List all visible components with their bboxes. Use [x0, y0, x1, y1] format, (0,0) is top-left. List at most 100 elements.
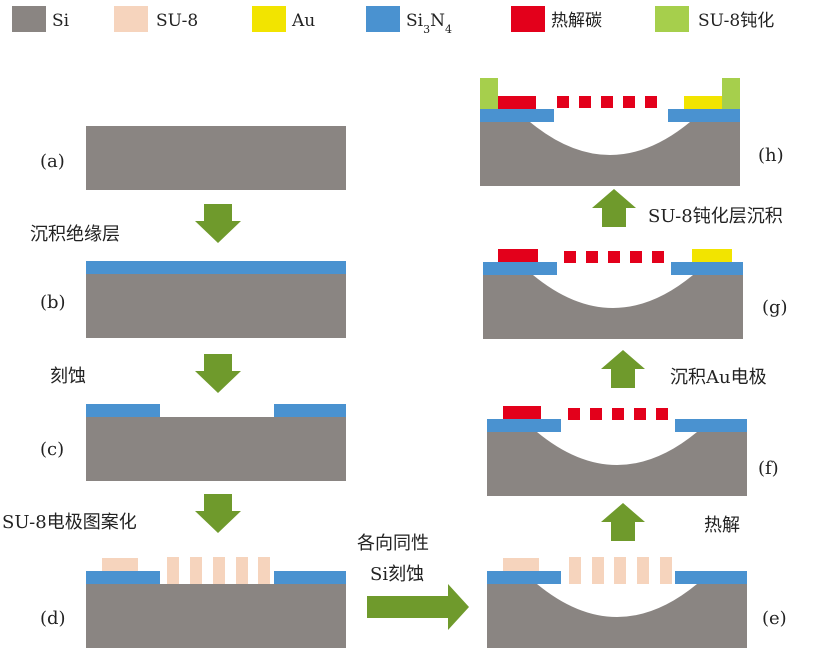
- si3n4-pad-left: [483, 262, 557, 275]
- su8-finger: [592, 557, 604, 584]
- legend-swatch-su8-passivation: [655, 6, 689, 32]
- si3n4-pad-left: [480, 109, 554, 122]
- pyrolytic-carbon-finger: [568, 408, 580, 420]
- si-substrate: [86, 584, 346, 648]
- etched-cavity: [530, 122, 690, 155]
- su8-finger: [167, 557, 179, 584]
- pyrolytic-carbon-finger: [586, 251, 598, 263]
- si3n4-pad-right: [675, 419, 747, 432]
- process-label-deposit-insulation: 沉积绝缘层: [30, 224, 120, 245]
- legend-label-au: Au: [291, 11, 315, 31]
- pyrolytic-carbon-finger: [630, 251, 642, 263]
- su8-finger: [258, 557, 270, 584]
- pyrolytic-carbon-finger: [601, 96, 613, 108]
- step-label-c: (c): [40, 439, 64, 460]
- su8-finger: [614, 557, 626, 584]
- pyrolytic-carbon-finger: [590, 408, 602, 420]
- si3n4-pad-left: [86, 571, 160, 584]
- pyrolytic-carbon-finger: [645, 96, 657, 108]
- step-a: (a): [40, 126, 346, 190]
- down-arrow-icon: [195, 204, 241, 243]
- step-h: (h): [480, 78, 784, 186]
- su8-finger: [660, 557, 672, 584]
- etched-cavity: [537, 432, 697, 465]
- step-label-h: (h): [758, 145, 784, 166]
- process-label-isotropic-line2: Si刻蚀: [370, 564, 424, 585]
- legend-swatch-si: [12, 6, 46, 32]
- legend: Si SU-8 Au Si3N4 热解碳 SU-8钝化: [12, 6, 774, 36]
- legend-label-pyrolytic-carbon: 热解碳: [551, 11, 602, 31]
- step-label-e: (e): [762, 608, 787, 629]
- legend-label-si3n4-text: Si3N4: [406, 11, 452, 36]
- down-arrow-icon: [195, 494, 241, 533]
- step-g: (g): [483, 249, 788, 339]
- pyrolytic-carbon-finger: [656, 408, 668, 420]
- process-label-su8-patterning: SU-8电极图案化: [2, 512, 137, 533]
- si-substrate: [86, 126, 346, 190]
- pyrolytic-carbon-finger: [652, 251, 664, 263]
- legend-swatch-su8: [114, 6, 148, 32]
- step-e: (e): [487, 557, 787, 648]
- pyrolytic-carbon-finger: [564, 251, 576, 263]
- step-label-a: (a): [40, 151, 65, 172]
- step-label-g: (g): [762, 297, 788, 318]
- si-substrate: [86, 417, 346, 481]
- su8-finger: [213, 557, 225, 584]
- up-arrow-icon: [592, 189, 636, 227]
- si3n4-pad-left: [487, 571, 561, 584]
- step-label-d: (d): [40, 608, 66, 629]
- step-c: (c): [40, 404, 346, 481]
- process-label-etch: 刻蚀: [50, 366, 86, 387]
- su8-finger: [569, 557, 581, 584]
- si-substrate: [86, 274, 346, 338]
- legend-swatch-si3n4: [366, 6, 400, 32]
- au-electrode: [684, 96, 722, 109]
- pyrolytic-carbon-finger: [608, 251, 620, 263]
- su8-pad: [102, 558, 138, 571]
- right-arrow-icon: [367, 584, 469, 630]
- legend-label-su8-passivation: SU-8钝化: [698, 11, 774, 31]
- pyrolytic-carbon-pad: [503, 406, 541, 419]
- su8-finger: [190, 557, 202, 584]
- step-d: (d): [40, 557, 346, 648]
- process-label-isotropic-line1: 各向同性: [357, 533, 429, 554]
- legend-label-si3n4: Si3N4: [406, 11, 452, 36]
- si3n4-layer: [86, 261, 346, 274]
- step-label-b: (b): [40, 292, 66, 313]
- up-arrow-icon: [601, 503, 645, 541]
- pyrolytic-carbon-pad: [498, 249, 538, 262]
- pyrolytic-carbon-finger: [612, 408, 624, 420]
- legend-swatch-pyrolytic-carbon: [511, 6, 545, 32]
- process-label-pyrolysis: 热解: [704, 515, 740, 536]
- process-label-deposit-au: 沉积Au电极: [670, 367, 767, 388]
- au-electrode: [692, 249, 732, 262]
- step-label-f: (f): [758, 458, 779, 479]
- etched-cavity: [533, 275, 693, 308]
- legend-label-si: Si: [52, 11, 70, 31]
- legend-label-su8: SU-8: [156, 11, 198, 31]
- pyrolytic-carbon-finger: [623, 96, 635, 108]
- pyrolytic-carbon-pad: [498, 96, 536, 109]
- step-f: (f): [487, 406, 779, 496]
- up-arrow-icon: [601, 350, 645, 388]
- su8-finger: [637, 557, 649, 584]
- su8-pad: [503, 558, 539, 571]
- etched-cavity: [537, 584, 697, 617]
- su8-passivation-right: [722, 78, 740, 109]
- pyrolytic-carbon-finger: [634, 408, 646, 420]
- down-arrow-icon: [195, 354, 241, 393]
- si3n4-pad-right: [668, 109, 740, 122]
- si3n4-pad-left: [86, 404, 160, 417]
- si3n4-pad-right: [274, 571, 346, 584]
- su8-passivation-left: [480, 78, 498, 109]
- si3n4-pad-left: [487, 419, 561, 432]
- step-b: (b): [40, 261, 346, 338]
- si3n4-pad-right: [671, 262, 743, 275]
- pyrolytic-carbon-finger: [579, 96, 591, 108]
- legend-swatch-au: [252, 6, 286, 32]
- si3n4-pad-right: [675, 571, 747, 584]
- pyrolytic-carbon-finger: [557, 96, 569, 108]
- process-label-su8-passivation: SU-8钝化层沉积: [648, 206, 783, 227]
- si3n4-pad-right: [274, 404, 346, 417]
